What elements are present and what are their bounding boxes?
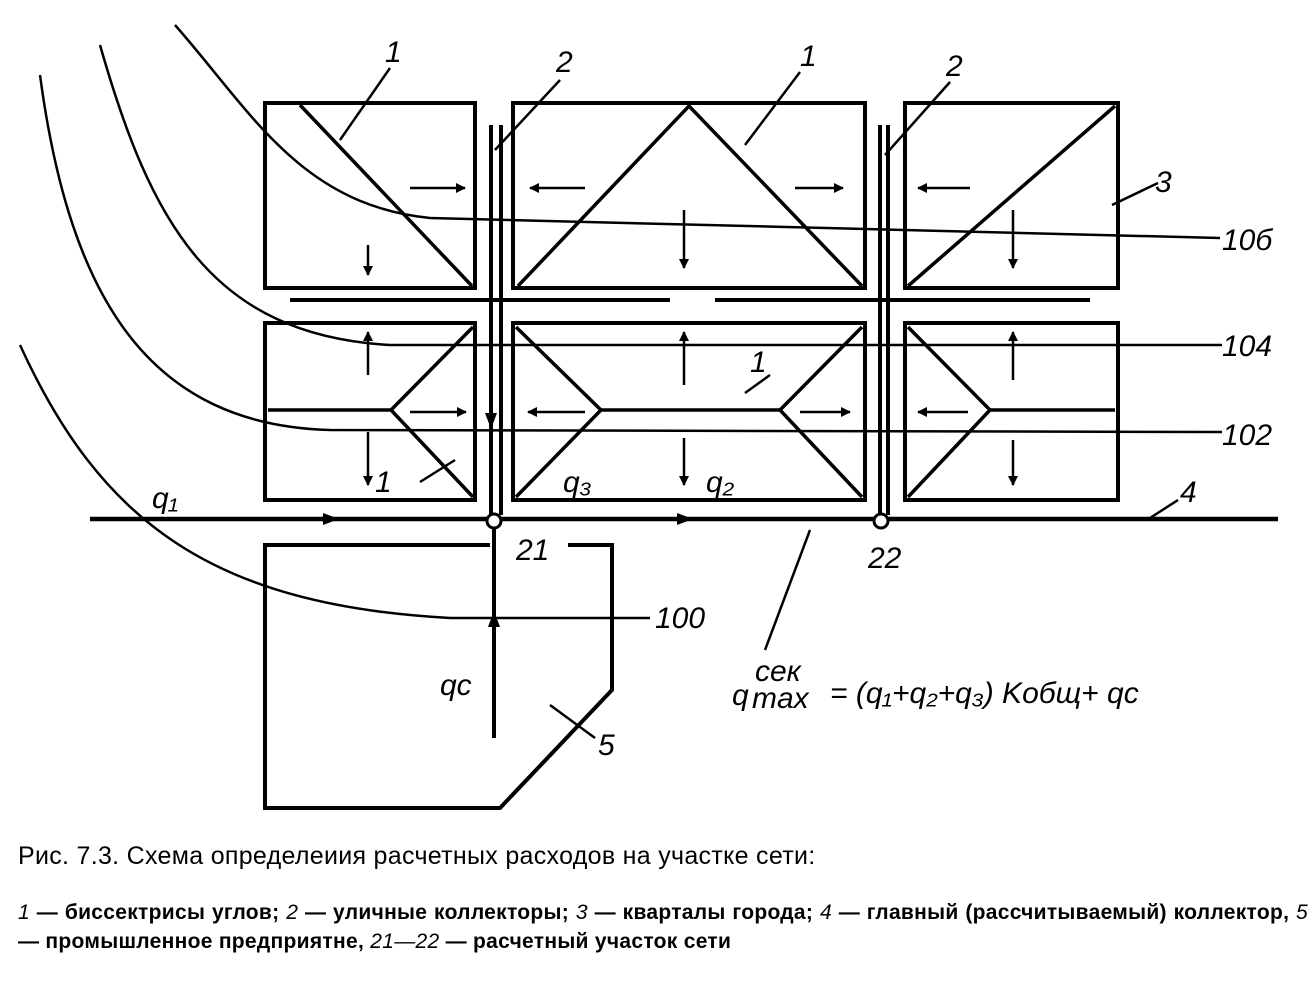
- formula-sub: max: [752, 682, 810, 715]
- legend-text: — уличные коллекторы;: [298, 901, 576, 924]
- label-isoline-102: 102: [1222, 419, 1272, 452]
- label-main-collector: 4: [1180, 476, 1197, 509]
- leader-lines: [338, 67, 1179, 740]
- label-bisector: 1: [385, 36, 402, 69]
- label-plant: 5: [598, 729, 615, 762]
- figure-legend: 1 — биссектрисы углов; 2 — уличные колле…: [18, 898, 1308, 956]
- quarter-block: [903, 101, 1120, 290]
- label-bisector: 1: [800, 40, 817, 73]
- legend-num: 1: [18, 901, 30, 924]
- legend-num: 2: [286, 901, 299, 924]
- formula-rhs: = (q₁+q₂+q₃) Kобщ+ qc: [830, 677, 1139, 710]
- quarter-block: [511, 321, 867, 502]
- label-isoline-104: 104: [1222, 330, 1272, 363]
- label-isoline-106: 10б: [1222, 224, 1273, 257]
- quarter-block: [263, 321, 477, 502]
- label-bisector: 1: [750, 346, 767, 379]
- legend-text: — промышленное предприятне,: [18, 930, 371, 953]
- label-q3: q₃: [563, 466, 592, 499]
- formula-lhs: q: [732, 679, 749, 712]
- label-node-22: 22: [867, 542, 902, 575]
- formula-sup: сек: [755, 655, 803, 688]
- bisectors: [268, 103, 1117, 499]
- flow-formula: q сек max = (q₁+q₂+q₃) Kобщ+ qc: [732, 655, 1139, 715]
- legend-text: — главный (рассчитываемый) коллектор,: [831, 901, 1297, 924]
- ground-isolines: [18, 24, 1223, 620]
- industrial-plant: [263, 543, 614, 810]
- legend-num: 4: [819, 901, 832, 924]
- quarter-block: [511, 101, 867, 290]
- quarter-block: [903, 321, 1120, 502]
- legend-text: — расчетный участок сети: [439, 930, 732, 953]
- label-isoline-100: 100: [655, 602, 705, 635]
- street-collectors: [290, 125, 1090, 515]
- figure-caption-title: Рис. 7.3. Схема определеиия расчетных ра…: [18, 842, 816, 870]
- runoff-arrows: [363, 183, 1018, 486]
- quarter-block: [263, 101, 477, 290]
- legend-num: 21—22: [370, 930, 440, 953]
- label-collector: 2: [945, 50, 963, 83]
- node-21: [485, 512, 503, 530]
- label-q1: q₁: [152, 482, 178, 515]
- label-quarter: 3: [1155, 166, 1172, 199]
- legend-text: — биссектрисы углов;: [29, 901, 287, 924]
- legend-num: 3: [575, 901, 588, 924]
- label-qc: qc: [440, 669, 472, 702]
- sewer-network-diagram: 1 2 1 2 3 10б 104 102 4 1 1 q₁ q₃ q₂ 21 …: [18, 24, 1278, 810]
- label-node-21: 21: [515, 534, 549, 567]
- label-bisector: 1: [375, 466, 392, 499]
- legend-num: 5: [1296, 901, 1308, 924]
- label-q2: q₂: [706, 466, 735, 499]
- legend-text: — кварталы города;: [587, 901, 820, 924]
- label-collector: 2: [555, 46, 573, 79]
- node-22: [872, 512, 890, 530]
